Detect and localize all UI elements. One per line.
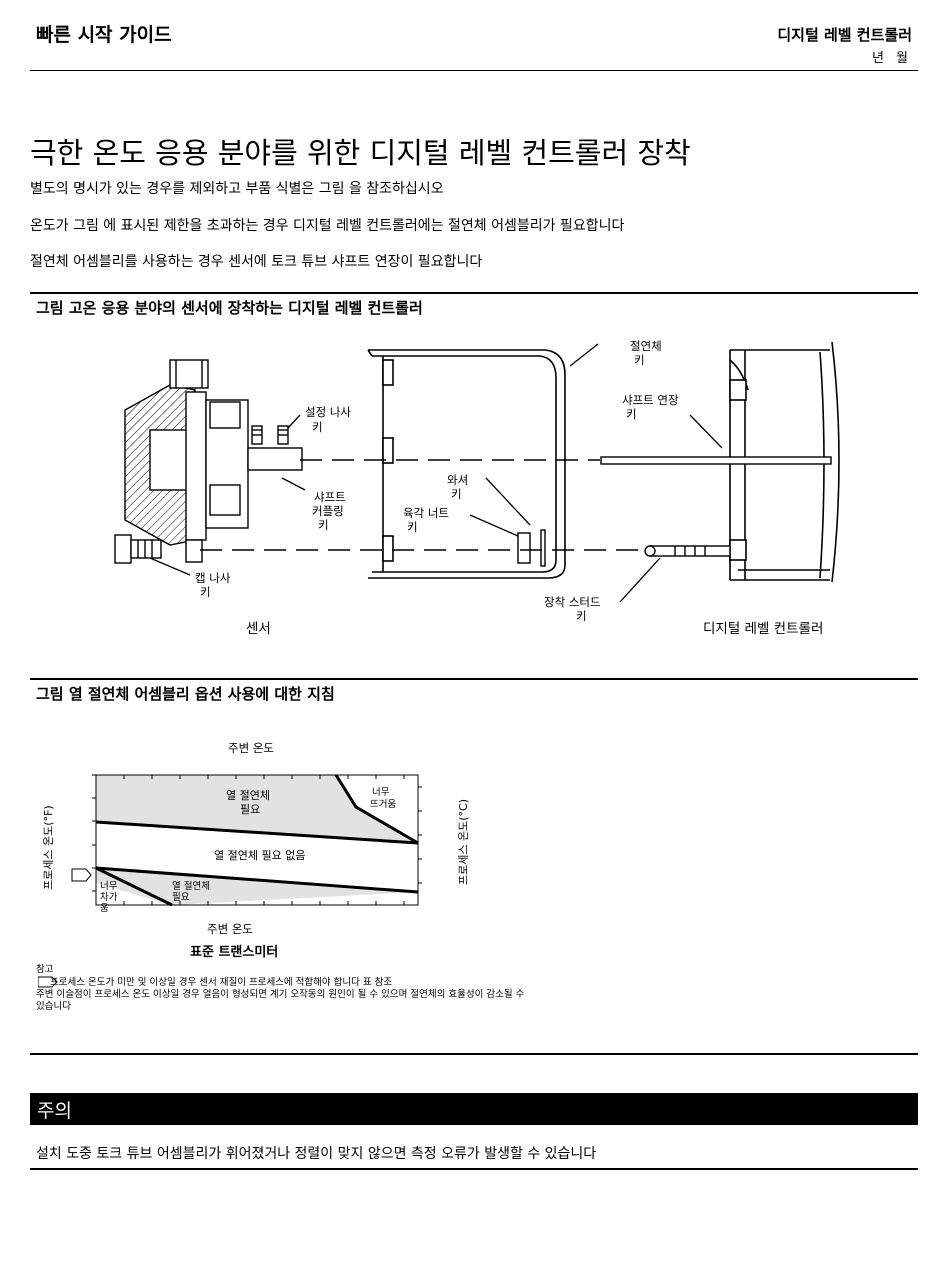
label-hex-nut: 육각 너트 bbox=[403, 506, 449, 520]
cap-screw bbox=[114, 534, 203, 564]
label-insulator-needed-1: 열 절연체 bbox=[226, 789, 270, 802]
note-line-2: 주변 이슬점이 프로세스 온도 이상일 경우 얼음이 형성되면 계기 오작동의 … bbox=[36, 989, 525, 1000]
insulator-housing bbox=[367, 349, 566, 579]
note-line-3: 있습니다 bbox=[36, 1001, 71, 1012]
label-cap-screw-key: 키 bbox=[200, 585, 211, 599]
caution-title: 주의 bbox=[37, 1100, 72, 1122]
mounting-stud bbox=[644, 545, 731, 557]
caption-sensor: 센서 bbox=[246, 621, 271, 637]
label-too-cold-2: 차가 bbox=[100, 891, 118, 903]
section-title: 극한 온도 응용 분야를 위한 디지털 레벨 컨트롤러 장착 bbox=[30, 136, 691, 170]
label-shaft-coupling-key: 키 bbox=[318, 518, 329, 532]
label-washer-key: 키 bbox=[451, 487, 462, 501]
label-mounting-stud: 장착 스터드 bbox=[544, 595, 601, 609]
figure2-bottom-rule bbox=[30, 1053, 918, 1055]
hex-nut-and-washer bbox=[517, 529, 546, 567]
figure1-title: 그림 고온 응용 분야의 센서에 장착하는 디지털 레벨 컨트롤러 bbox=[36, 299, 423, 317]
label-insulator-needed-low-1: 열 절연체 bbox=[172, 880, 210, 892]
axis-ticks bbox=[92, 774, 422, 905]
label-insulator-key: 키 bbox=[634, 353, 645, 367]
note-line-1: 프로세스 온도가 미만 및 이상일 경우 센서 재질이 프로세스에 적합해야 합… bbox=[50, 977, 393, 988]
label-too-hot-2: 뜨거움 bbox=[370, 799, 396, 810]
chart-subtitle: 표준 트랜스미터 bbox=[190, 944, 278, 960]
sensor-body bbox=[124, 359, 303, 546]
alignment-centerlines bbox=[200, 459, 640, 551]
note-marker-icon bbox=[71, 868, 92, 882]
paragraph-3: 절연체 어셈블리를 사용하는 경우 센서에 토크 튜브 샤프트 연장이 필요합니… bbox=[30, 254, 483, 270]
label-set-screw: 설정 나사 bbox=[305, 405, 351, 419]
header-date: 년 월 bbox=[871, 51, 912, 66]
controller-body bbox=[729, 341, 840, 583]
header-divider bbox=[30, 70, 918, 71]
label-cap-screw: 캡 나사 bbox=[195, 571, 231, 585]
figure2-temperature-chart: 주변 온도 열 절연체 필요 열 절연체 필요 없음 너무 뜨거움 열 절연체 … bbox=[42, 741, 470, 960]
label-set-screw-key: 키 bbox=[312, 420, 323, 434]
paragraph-1: 별도의 명시가 있는 경우를 제외하고 부품 식별은 그림 을 참조하십시오 bbox=[30, 181, 444, 197]
figure1-labels: 설정 나사 키 샤프트 커플링 키 캡 나사 키 절연체 키 샤프트 연장 키 … bbox=[195, 339, 679, 623]
label-hex-nut-key: 키 bbox=[407, 520, 418, 534]
label-insulator-needed-2: 필요 bbox=[240, 803, 260, 816]
label-too-cold-1: 너무 bbox=[100, 881, 118, 892]
label-insulator: 절연체 bbox=[630, 339, 662, 353]
label-no-insulator: 열 절연체 필요 없음 bbox=[214, 849, 305, 862]
region-insulator-needed-low bbox=[96, 868, 418, 905]
label-shaft-extension: 샤프트 연장 bbox=[622, 393, 679, 407]
figure1-top-rule bbox=[30, 292, 918, 294]
label-insulator-needed-low-2: 필요 bbox=[172, 891, 190, 903]
leader-lines bbox=[149, 343, 723, 603]
label-shaft-coupling-2: 커플링 bbox=[312, 504, 344, 518]
caption-controller: 디지털 레벨 컨트롤러 bbox=[703, 621, 823, 637]
figure2-top-rule bbox=[30, 678, 918, 680]
caution-banner bbox=[30, 1093, 918, 1125]
label-shaft-extension-key: 키 bbox=[626, 407, 637, 421]
label-too-hot-1: 너무 bbox=[372, 787, 390, 798]
label-washer: 와셔 bbox=[447, 473, 468, 487]
label-too-cold-3: 움 bbox=[100, 903, 109, 914]
boundary-lines bbox=[95, 774, 419, 907]
shaft-extension bbox=[600, 456, 832, 465]
note-inline-marker-icon bbox=[38, 976, 58, 988]
paragraph-2: 온도가 그림 에 표시된 제한을 초과하는 경우 디지털 레벨 컨트롤러에는 절… bbox=[30, 218, 625, 234]
header-guide-title: 빠른 시작 가이드 bbox=[36, 24, 172, 46]
figure1-mounting-drawing: 설정 나사 키 샤프트 커플링 키 캡 나사 키 절연체 키 샤프트 연장 키 … bbox=[114, 339, 840, 637]
chart-frame bbox=[95, 774, 419, 906]
left-axis-label: 프로세스 온도(°F) bbox=[42, 805, 55, 890]
top-axis-label: 주변 온도 bbox=[228, 741, 274, 755]
label-shaft-coupling-1: 샤프트 bbox=[314, 490, 346, 504]
label-mounting-stud-key: 키 bbox=[576, 609, 587, 623]
bottom-axis-label: 주변 온도 bbox=[207, 922, 253, 936]
figure2-title: 그림 열 절연체 어셈블리 옵션 사용에 대한 지침 bbox=[36, 685, 335, 703]
right-axis-label: 프로세스 온도(°C) bbox=[457, 799, 470, 885]
header-product-title: 디지털 레벨 컨트롤러 bbox=[777, 26, 912, 44]
caution-text: 설치 도중 토크 튜브 어셈블리가 휘어졌거나 정렬이 맞지 않으면 측정 오류… bbox=[36, 1146, 597, 1162]
caution-bottom-rule bbox=[30, 1168, 918, 1170]
note-label: 참고 bbox=[36, 964, 54, 975]
